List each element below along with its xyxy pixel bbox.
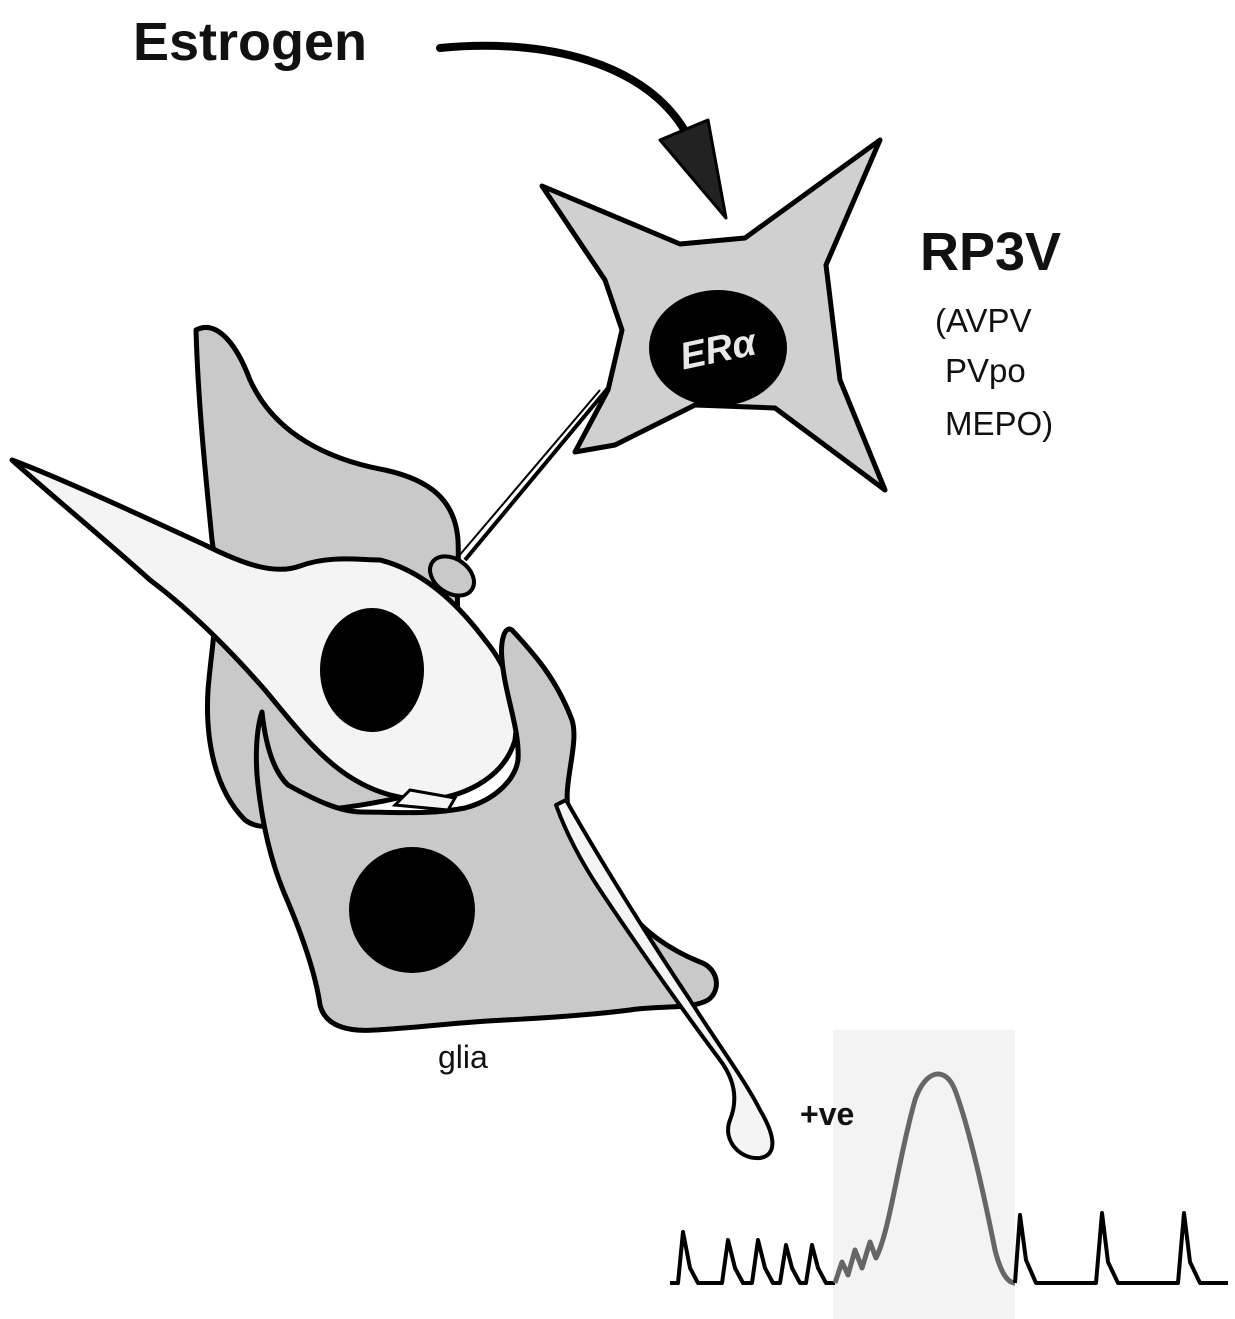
region-line-1: (AVPV — [935, 302, 1032, 339]
region-title: RP3V — [920, 222, 1061, 282]
trace-pulses-right — [1015, 1213, 1228, 1283]
front-glia-nucleus — [349, 847, 475, 973]
arrowhead-icon — [660, 120, 726, 218]
glia-label: glia — [438, 1039, 488, 1075]
trace-pulses-left — [670, 1232, 835, 1283]
positive-label: +ve — [800, 1096, 854, 1132]
estrogen-label: Estrogen — [133, 12, 367, 72]
surge-window — [833, 1030, 1015, 1319]
region-line-2: PVpo — [945, 352, 1026, 389]
white-glia-nucleus — [320, 608, 424, 732]
axon — [465, 388, 608, 560]
axon-inner — [458, 390, 600, 557]
region-line-3: MEPO) — [945, 405, 1053, 442]
estrogen-arrow — [440, 46, 690, 140]
